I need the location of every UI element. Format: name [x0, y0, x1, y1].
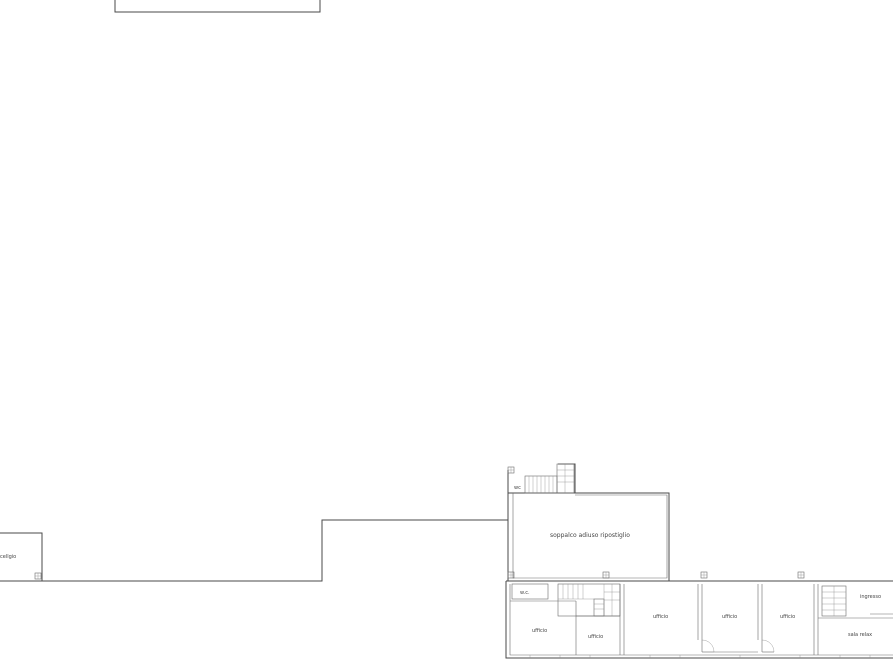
stair-right: [821, 585, 847, 617]
room-label-ufficio-a: ufficio: [653, 614, 668, 620]
door-swing-icon: [701, 639, 715, 653]
room-label-sala-relax: sala relax: [848, 632, 872, 638]
garage-outline: [0, 532, 43, 582]
room-label-garage: cellgio: [0, 554, 16, 560]
office-partition-4: [813, 584, 819, 655]
soppalco-inner-line: [512, 493, 668, 579]
office-partition-2: [623, 584, 703, 655]
room-label-wc: w.c.: [520, 590, 530, 596]
soppalco-outline-main: [507, 470, 670, 581]
stair-middle: [557, 583, 621, 617]
main-building-outline: [505, 580, 893, 659]
pillar-marker-icon: [507, 466, 515, 474]
pillar-marker-icon: [34, 572, 42, 580]
bottom-wall-ticks: [529, 655, 871, 658]
main-building-inner-line: [509, 584, 893, 656]
room-label-ufficio-mid: ufficio: [588, 634, 603, 640]
pillar-marker-icon: [797, 571, 805, 579]
stair-top: [524, 463, 575, 494]
office-partition-3: [714, 584, 763, 653]
room-label-wc-top: wc: [514, 485, 521, 491]
room-label-ingresso: ingresso: [860, 594, 881, 600]
room-wc: [511, 583, 549, 600]
door-swing-icon: [761, 639, 775, 653]
pillar-marker-icon: [700, 571, 708, 579]
top-building-outline: [114, 0, 321, 13]
room-label-ufficio-c: ufficio: [780, 614, 795, 620]
room-label-soppalco: soppalco adiuso ripostiglio: [550, 532, 630, 539]
room-label-ufficio-b: ufficio: [722, 614, 737, 620]
pillar-marker-icon: [507, 571, 515, 579]
ingresso-partition: [818, 613, 893, 619]
office-partition: [510, 584, 621, 655]
site-boundary-line: [42, 519, 508, 582]
pillar-marker-icon: [602, 571, 610, 579]
room-label-ufficio-left: ufficio: [532, 628, 547, 634]
